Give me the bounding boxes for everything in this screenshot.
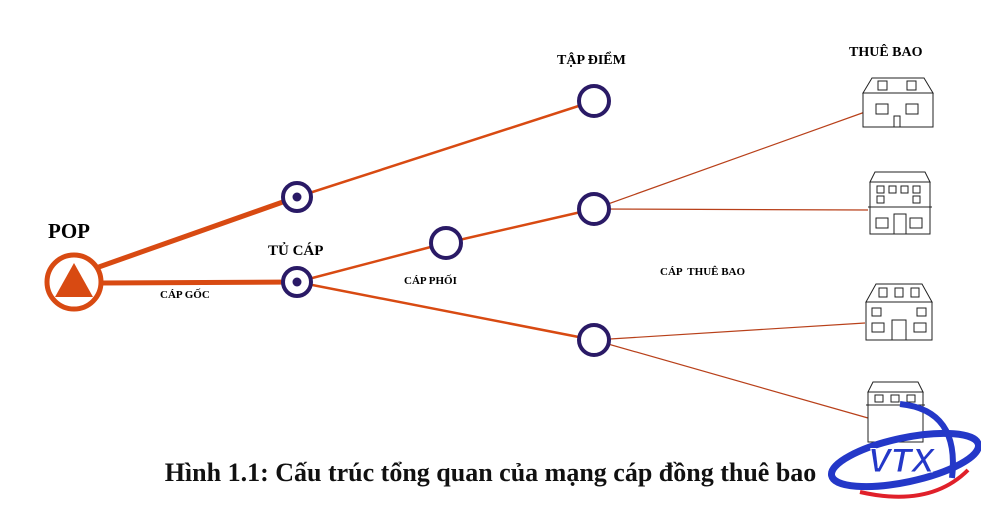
distribution-cable-3 xyxy=(445,207,595,245)
subscriber-cable-3 xyxy=(593,322,866,341)
joint-node-upper xyxy=(281,181,313,213)
house-icon-1 xyxy=(862,77,934,128)
house-4-w3 xyxy=(906,394,916,403)
subscriber-cable-4 xyxy=(593,339,869,419)
logo-orbit-blue xyxy=(827,429,981,491)
house-1-door xyxy=(893,115,901,128)
cabinet-label: TỦ CÁP xyxy=(268,242,323,259)
house-3-door xyxy=(891,319,907,341)
house-1-dormer-l xyxy=(877,80,888,91)
house-4-w1 xyxy=(874,394,884,403)
logo-swoosh-red xyxy=(859,468,970,499)
feeder-cable-label: CÁP GỐC xyxy=(160,288,210,301)
joint-node-upper-dot xyxy=(292,192,302,202)
house-2-w5 xyxy=(876,195,885,204)
pop-triangle-icon xyxy=(55,263,93,297)
subscriber-cable-1 xyxy=(593,111,866,210)
terminal-node-2 xyxy=(577,192,611,226)
house-icon-3 xyxy=(865,283,933,341)
cabinet-node-dot xyxy=(292,277,302,287)
house-2-w8 xyxy=(909,217,923,229)
house-3-w1 xyxy=(871,307,882,317)
subscriber-cables xyxy=(593,111,869,419)
logo-arc-blue xyxy=(899,401,956,479)
distribution-node xyxy=(429,226,463,260)
distribution-cable-label: CÁP PHỐI xyxy=(404,274,457,287)
terminal-node-1 xyxy=(577,84,611,118)
pop-label: POP xyxy=(48,219,90,243)
pop-node xyxy=(44,252,104,312)
house-2-w4 xyxy=(912,185,921,194)
terminal-node-3 xyxy=(577,323,611,357)
feeder-cable-lower xyxy=(99,279,298,286)
house-2-w3 xyxy=(900,185,909,194)
house-3-w4 xyxy=(913,322,927,333)
house-2-w2 xyxy=(888,185,897,194)
house-3-dormer-m xyxy=(894,287,904,298)
house-2-door xyxy=(893,213,907,235)
house-3-w3 xyxy=(871,322,885,333)
house-3-w2 xyxy=(916,307,927,317)
distribution-cable-4 xyxy=(296,280,595,342)
house-1-dormer-r xyxy=(906,80,917,91)
house-4-w2 xyxy=(890,394,900,403)
subscriber-label: THUÊ BAO xyxy=(849,43,923,60)
terminal-label: TẬP ĐIỂM xyxy=(557,50,626,68)
subscriber-cable-2 xyxy=(593,208,869,211)
house-1-win-l xyxy=(875,103,889,115)
logo-text: VTX xyxy=(868,442,936,480)
house-3-dormer-r xyxy=(910,287,920,298)
house-2-w1 xyxy=(876,185,885,194)
distribution-cables xyxy=(296,99,595,342)
house-2-w7 xyxy=(875,217,889,229)
distribution-cable-1 xyxy=(296,99,595,199)
house-icon-2 xyxy=(868,171,932,235)
house-1-win-r xyxy=(905,103,919,115)
house-2-w6 xyxy=(912,195,921,204)
feeder-cables xyxy=(95,194,298,286)
distribution-cable-2 xyxy=(296,241,447,284)
feeder-cable-upper xyxy=(95,194,298,271)
cabinet-node xyxy=(281,266,313,298)
subscriber-cable-label: CÁP THUÊ BAO xyxy=(660,266,746,278)
house-3-dormer-l xyxy=(878,287,888,298)
figure-caption: Hình 1.1: Cấu trúc tổng quan của mạng cá… xyxy=(164,458,817,487)
